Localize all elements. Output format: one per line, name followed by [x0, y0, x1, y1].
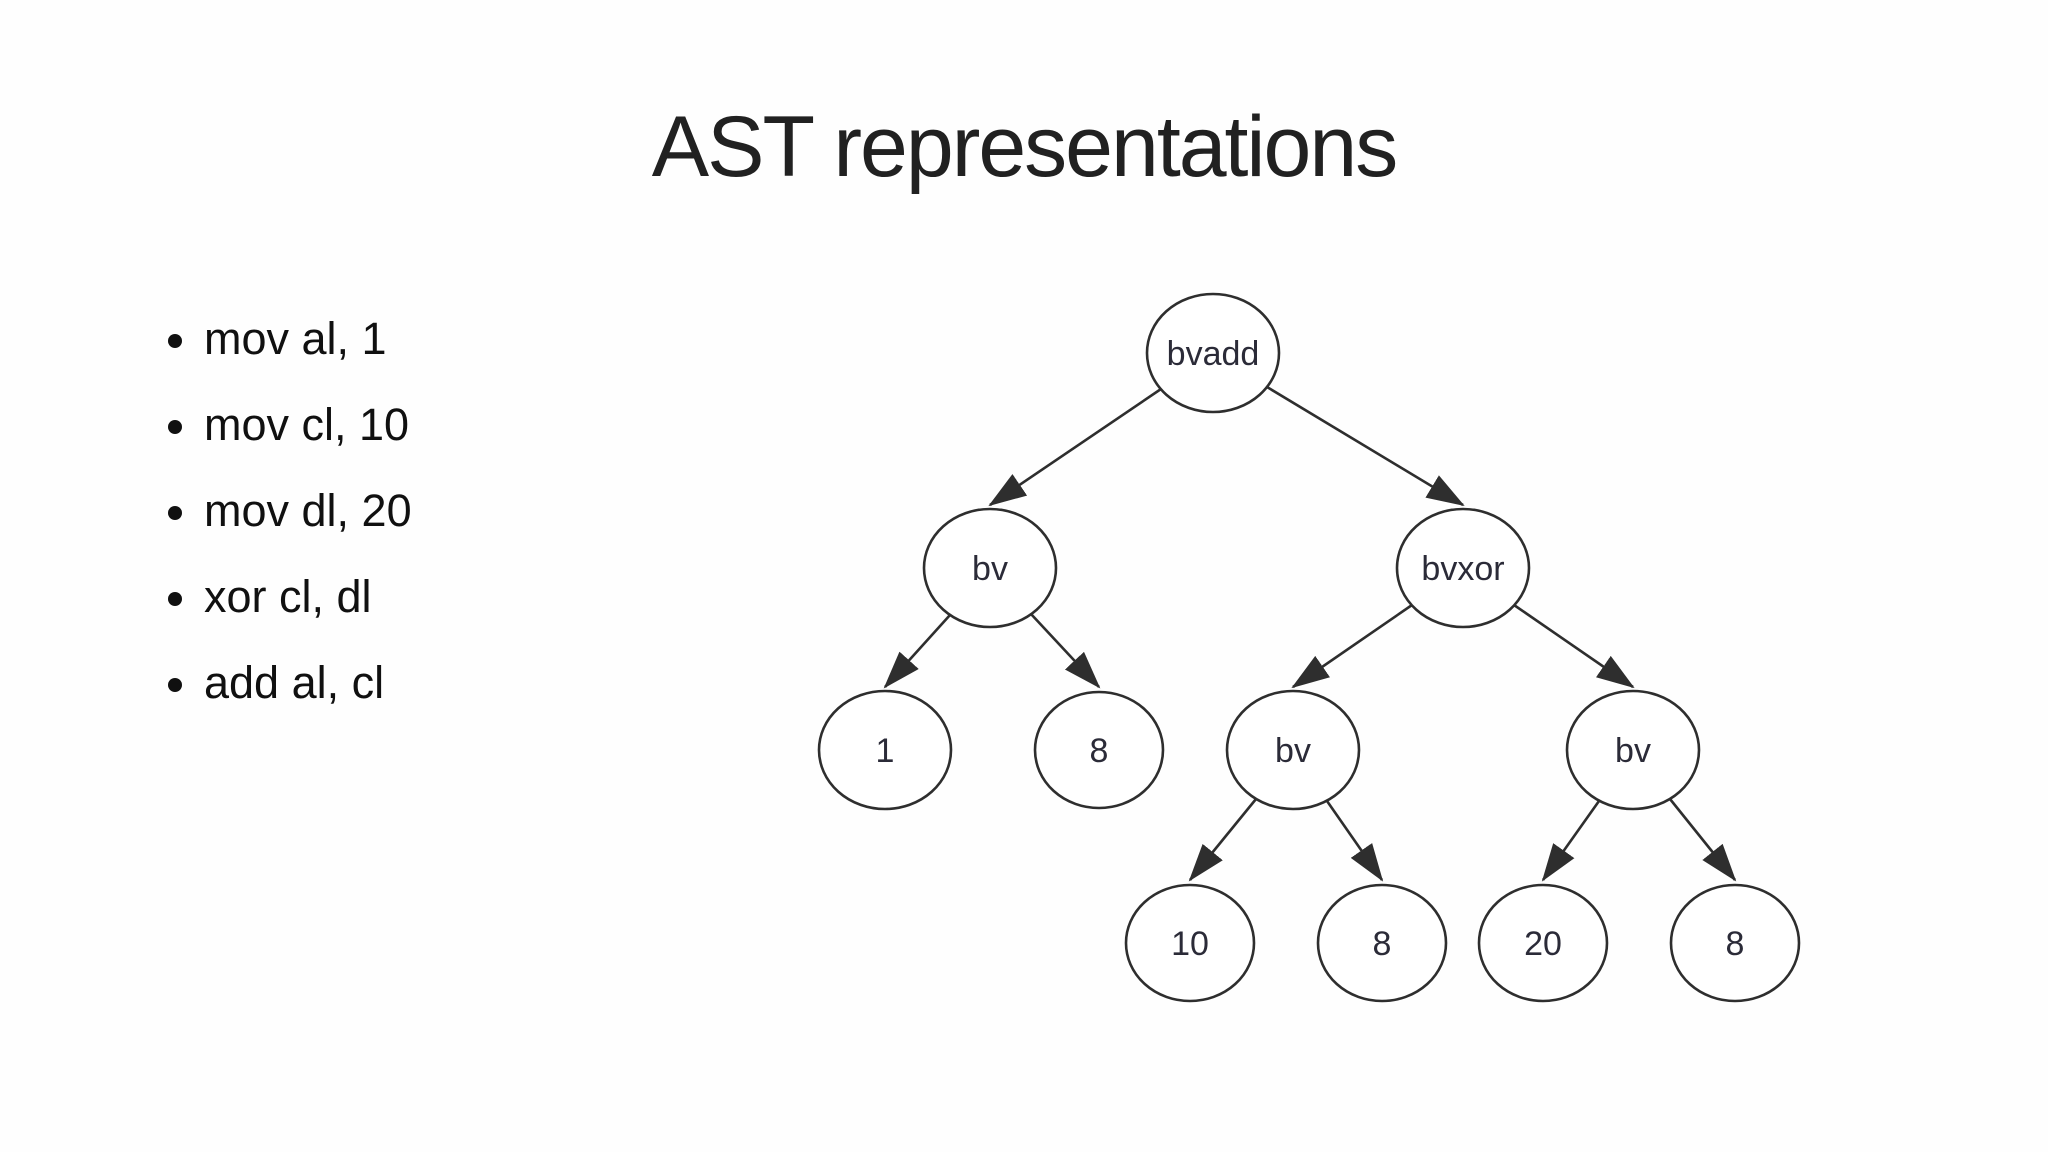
node-ellipse — [1145, 292, 1281, 414]
node-bvxor: bvxor — [1395, 507, 1531, 629]
bullet-item: mov al, 1 — [202, 296, 412, 382]
node-label: bv — [972, 550, 1008, 588]
node-leaf-8-left: 8 — [1033, 690, 1165, 810]
edge-bv-left-1 — [883, 614, 951, 689]
node-label: 20 — [1524, 925, 1562, 963]
edge-bv-mid-10 — [1188, 798, 1258, 882]
node-bv-left: bv — [922, 507, 1058, 629]
node-ellipse — [1395, 507, 1531, 629]
edge-bvadd-bvxor — [1266, 385, 1465, 507]
edge-bvadd-bv-left — [988, 387, 1162, 507]
node-leaf-20: 20 — [1477, 883, 1609, 1003]
node-label: bv — [1615, 732, 1651, 770]
edge-bv-right-20 — [1541, 800, 1601, 882]
tree-nodes: bvadd bv bvxor 1 8 bv — [817, 292, 1801, 1003]
node-ellipse — [1225, 689, 1361, 811]
node-leaf-8-mid: 8 — [1316, 883, 1448, 1003]
edge-bvxor-bv-right — [1513, 603, 1635, 689]
tree-edges — [883, 385, 1737, 882]
node-bv-mid: bv — [1225, 689, 1361, 811]
bullet-list: mov al, 1 mov cl, 10 mov dl, 20 xor cl, … — [162, 296, 412, 726]
node-label: 1 — [876, 732, 895, 770]
node-bv-right: bv — [1565, 689, 1701, 811]
edge-bv-right-8 — [1668, 798, 1737, 882]
node-label: bvxor — [1421, 550, 1504, 588]
edge-bvxor-bv-mid — [1291, 603, 1413, 689]
node-ellipse — [1669, 883, 1801, 1003]
node-ellipse — [1316, 883, 1448, 1003]
bullet-item: add al, cl — [202, 640, 412, 726]
node-bvadd: bvadd — [1145, 292, 1281, 414]
node-ellipse — [1033, 690, 1165, 810]
node-ellipse — [817, 689, 953, 811]
node-label: bvadd — [1167, 335, 1260, 373]
node-leaf-10: 10 — [1124, 883, 1256, 1003]
node-ellipse — [1124, 883, 1256, 1003]
node-label: 8 — [1090, 732, 1109, 770]
bullet-item: mov cl, 10 — [202, 382, 412, 468]
node-leaf-1: 1 — [817, 689, 953, 811]
node-label: 10 — [1171, 925, 1209, 963]
node-ellipse — [922, 507, 1058, 629]
node-label: 8 — [1373, 925, 1392, 963]
node-ellipse — [1565, 689, 1701, 811]
bullet-item: mov dl, 20 — [202, 468, 412, 554]
edge-bv-mid-8 — [1325, 800, 1384, 882]
edge-bv-left-8 — [1030, 613, 1101, 689]
node-label: bv — [1275, 732, 1311, 770]
slide-title: AST representations — [651, 99, 1398, 195]
node-label: 8 — [1726, 925, 1745, 963]
node-leaf-8-right: 8 — [1669, 883, 1801, 1003]
node-ellipse — [1477, 883, 1609, 1003]
bullet-item: xor cl, dl — [202, 554, 412, 640]
